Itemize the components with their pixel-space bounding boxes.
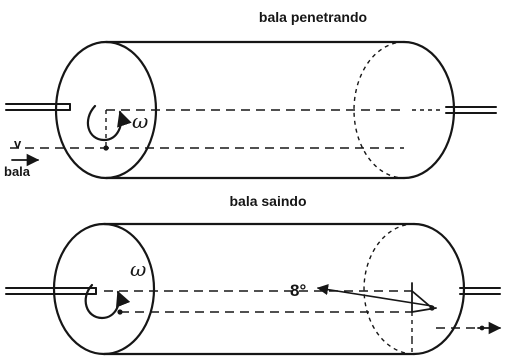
top-exit-shaft (412, 106, 497, 114)
bottom-rotation-arrow (84, 283, 131, 320)
bottom-cylinder (52, 222, 466, 356)
bottom-exit-velocity (436, 321, 502, 335)
bottom-cylinder-far-end-hidden (363, 223, 415, 355)
top-omega-label: ω (132, 109, 148, 133)
top-entering-bullet (5, 103, 71, 111)
top-entry-point (103, 145, 109, 151)
bottom-entering-shaft (5, 287, 97, 295)
bottom-entry-point (117, 309, 123, 315)
top-velocity-label: v (14, 136, 22, 151)
bottom-exit-shaft (459, 287, 501, 295)
top-panel-title: bala penetrando (259, 9, 367, 25)
top-cylinder-far-end-visible (402, 40, 456, 180)
top-rotation-arrow (86, 104, 132, 142)
top-cylinder (54, 40, 456, 180)
angle-pointer-arrow (316, 284, 433, 307)
top-cylinder-far-end-hidden (353, 41, 405, 179)
bottom-exit-geometry (411, 282, 437, 352)
bottom-omega-label: ω (130, 257, 146, 281)
bottom-panel: bala saindo ω (5, 193, 502, 356)
top-bullet-label: bala (4, 164, 31, 179)
angle-label: 8° (290, 281, 306, 300)
bottom-cylinder-far-end-visible (412, 222, 466, 356)
top-panel: bala penetrando (4, 9, 497, 180)
bottom-panel-title: bala saindo (229, 193, 306, 209)
